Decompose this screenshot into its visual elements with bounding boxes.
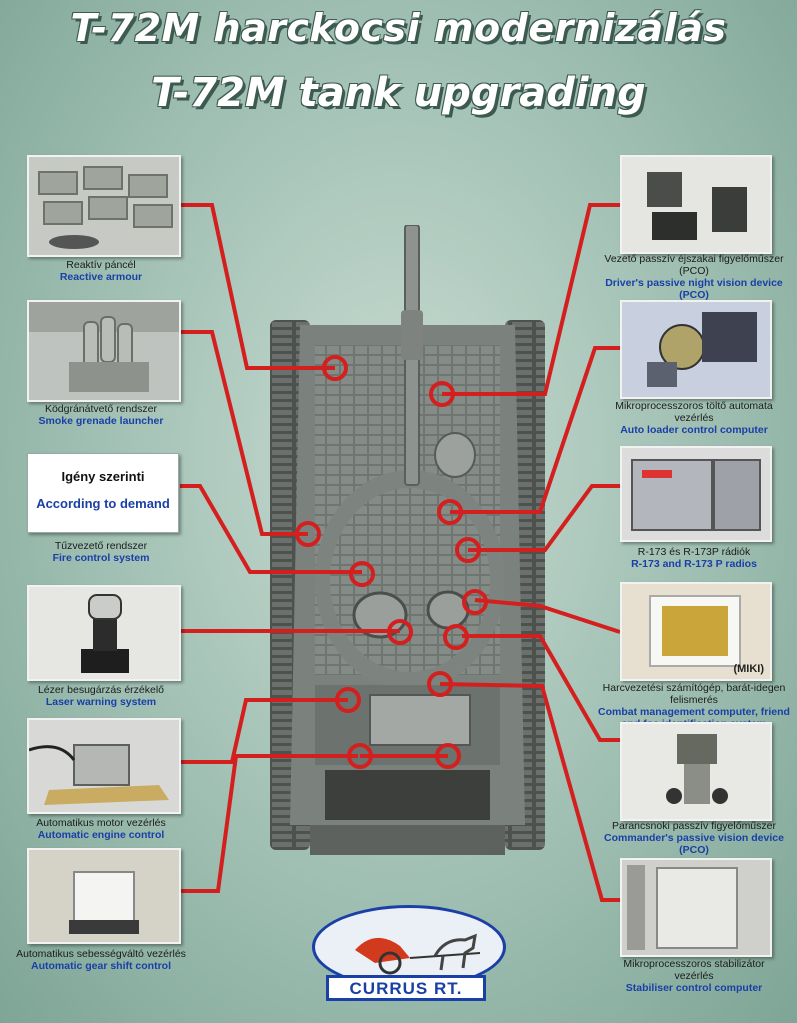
radios-photo xyxy=(620,446,772,542)
combat-management-computer-photo: (MIKI) xyxy=(620,582,772,681)
commander-vision-device-photo xyxy=(620,722,772,821)
currus-logo: CURRUS RT. xyxy=(312,905,506,1015)
tank-top-view-illustration xyxy=(270,225,545,855)
caption-driver-night-vision: Vezető passzív éjszakai figyelőműszer (P… xyxy=(604,253,784,301)
title-hungarian: T-72M harckocsi modernizálás xyxy=(70,6,727,50)
caption-auto-loader-control: Mikroprocesszoros töltő automata vezérlé… xyxy=(615,400,773,436)
according-to-demand-box: Igény szerinti According to demand xyxy=(27,453,179,533)
laser-warning-system-photo xyxy=(27,585,181,681)
automatic-engine-control-photo xyxy=(27,718,181,814)
stabiliser-control-photo xyxy=(620,858,772,957)
smoke-grenade-launcher-photo xyxy=(27,300,181,402)
according-to-demand-hu: Igény szerinti xyxy=(61,469,145,484)
auto-loader-control-photo xyxy=(620,300,772,399)
title-english: T-72M tank upgrading xyxy=(151,70,646,116)
reactive-armour-photo xyxy=(27,155,181,257)
automatic-gear-shift-control-photo xyxy=(27,848,181,944)
driver-night-vision-photo xyxy=(620,155,772,254)
according-to-demand-en: According to demand xyxy=(36,496,170,511)
miki-label: (MIKI) xyxy=(733,663,764,675)
logo-name: CURRUS RT. xyxy=(326,975,486,1001)
chariot-icon xyxy=(355,933,481,975)
